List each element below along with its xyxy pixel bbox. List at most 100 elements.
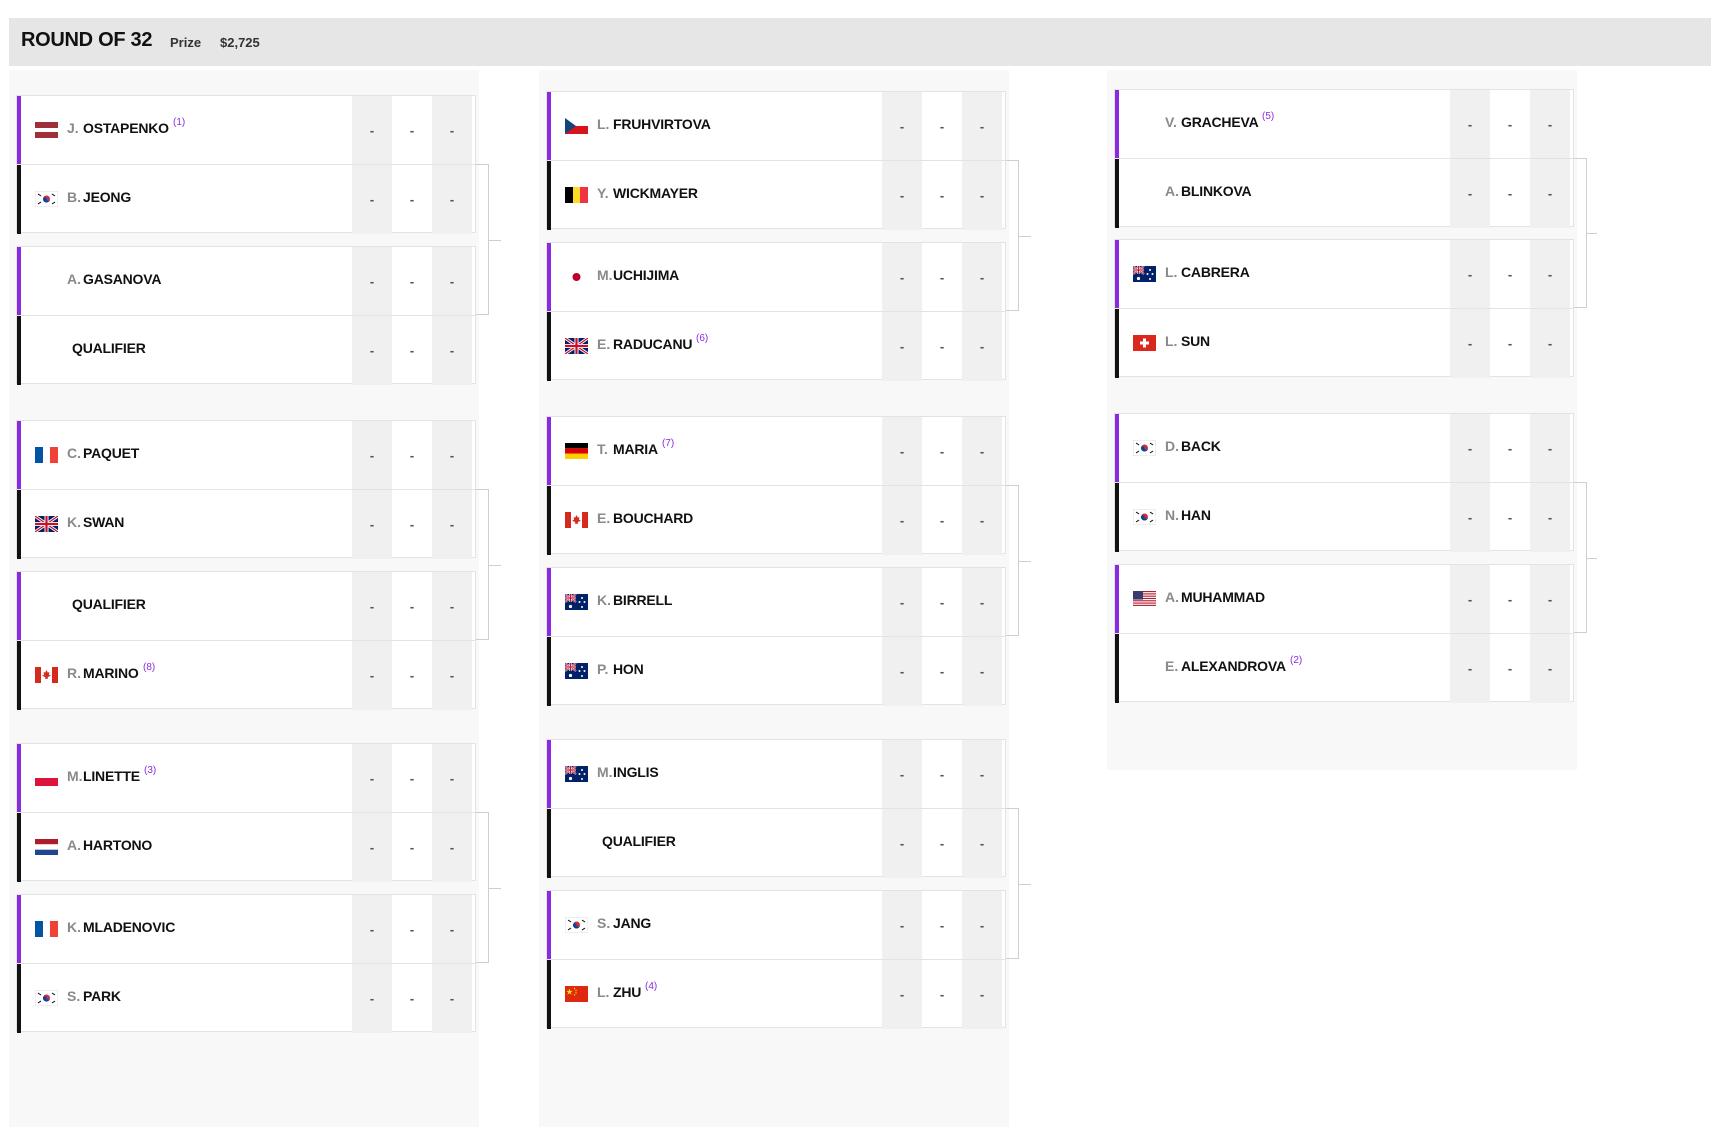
set-score-1: - [882, 486, 922, 555]
player-row[interactable]: D.BACK--- [1115, 414, 1573, 483]
player-row[interactable]: C.PAQUET--- [17, 421, 475, 490]
player-row[interactable]: QUALIFIER--- [547, 809, 1005, 878]
player-name[interactable]: LINETTE [83, 768, 140, 784]
player-name[interactable]: GASANOVA [83, 271, 162, 287]
player-row[interactable]: L.FRUHVIRTOVA--- [547, 92, 1005, 161]
player-row[interactable]: A.BLINKOVA--- [1115, 159, 1573, 228]
player-name[interactable]: MLADENOVIC [83, 919, 176, 935]
player-row[interactable]: Y.WICKMAYER--- [547, 161, 1005, 230]
player-name[interactable]: QUALIFIER [72, 596, 146, 612]
match-card[interactable]: A.GASANOVA---QUALIFIER--- [16, 246, 476, 385]
match-card[interactable]: J.OSTAPENKO(1)---B.JEONG--- [16, 95, 476, 234]
player-name[interactable]: BLINKOVA [1181, 183, 1252, 199]
match-card[interactable]: A.MUHAMMAD---E.ALEXANDROVA(2)--- [1114, 564, 1574, 703]
player-name[interactable]: SUN [1181, 333, 1210, 349]
player-row[interactable]: L.CABRERA--- [1115, 240, 1573, 309]
player-initial: K. [67, 919, 81, 935]
player-row[interactable]: A.HARTONO--- [17, 813, 475, 882]
player-name[interactable]: PARK [83, 988, 121, 1004]
player-row[interactable]: M.LINETTE(3)--- [17, 744, 475, 813]
player-row[interactable]: T.MARIA(7)--- [547, 417, 1005, 486]
player-row[interactable]: M.UCHIJIMA--- [547, 243, 1005, 312]
player-name[interactable]: OSTAPENKO [83, 120, 169, 136]
player-row[interactable]: S.JANG--- [547, 891, 1005, 960]
player-row[interactable]: E.ALEXANDROVA(2)--- [1115, 634, 1573, 703]
player-row[interactable]: B.JEONG--- [17, 165, 475, 234]
flag-be-icon [565, 187, 588, 203]
round-title: ROUND OF 32 [21, 29, 153, 51]
player-name[interactable]: RADUCANU [613, 336, 693, 352]
player-row[interactable]: K.MLADENOVIC--- [17, 895, 475, 964]
flag-fr-icon [35, 921, 58, 937]
player-name[interactable]: GRACHEVA [1181, 114, 1259, 130]
player-name[interactable]: HARTONO [83, 837, 153, 853]
bracket-connector-line [1019, 884, 1031, 885]
match-card[interactable]: K.BIRRELL---P.HON--- [546, 567, 1006, 706]
player-name[interactable]: JANG [613, 915, 652, 931]
player-row[interactable]: QUALIFIER--- [17, 572, 475, 641]
player-name[interactable]: QUALIFIER [602, 833, 676, 849]
set-score-3: - [432, 895, 472, 963]
player-row[interactable]: A.MUHAMMAD--- [1115, 565, 1573, 634]
player-name[interactable]: WICKMAYER [613, 185, 698, 201]
match-card[interactable]: M.UCHIJIMA---E.RADUCANU(6)--- [546, 242, 1006, 381]
match-card[interactable]: V.GRACHEVA(5)---A.BLINKOVA--- [1114, 89, 1574, 228]
set-score-1: - [882, 809, 922, 878]
player-row[interactable]: K.SWAN--- [17, 490, 475, 559]
player-row[interactable]: QUALIFIER--- [17, 316, 475, 385]
match-card[interactable]: L.CABRERA---L.SUN--- [1114, 239, 1574, 378]
player-initial: V. [1165, 114, 1177, 130]
player-name[interactable]: HAN [1181, 507, 1211, 523]
match-card[interactable]: L.FRUHVIRTOVA---Y.WICKMAYER--- [546, 91, 1006, 230]
player-name[interactable]: MUHAMMAD [1181, 589, 1265, 605]
player-name[interactable]: MARIA [613, 441, 658, 457]
set-score-1: - [1450, 634, 1490, 703]
player-initial: E. [597, 336, 611, 352]
bracket-connector-line [489, 240, 501, 241]
bracket-connector [1006, 160, 1019, 311]
player-row[interactable]: J.OSTAPENKO(1)--- [17, 96, 475, 165]
player-name[interactable]: BIRRELL [613, 592, 673, 608]
player-name[interactable]: SWAN [83, 514, 125, 530]
player-name[interactable]: INGLIS [613, 764, 659, 780]
set-score-3: - [1530, 414, 1570, 482]
match-card[interactable]: D.BACK---N.HAN--- [1114, 413, 1574, 552]
player-row[interactable]: A.GASANOVA--- [17, 247, 475, 316]
player-row[interactable]: K.BIRRELL--- [547, 568, 1005, 637]
player-name[interactable]: ALEXANDROVA [1181, 658, 1286, 674]
player-name[interactable]: HON [613, 661, 644, 677]
match-card[interactable]: C.PAQUET---K.SWAN--- [16, 420, 476, 559]
match-card[interactable]: M.LINETTE(3)---A.HARTONO--- [16, 743, 476, 882]
player-row[interactable]: L.SUN--- [1115, 309, 1573, 378]
player-name[interactable]: CABRERA [1181, 264, 1250, 280]
player-row[interactable]: R.MARINO(8)--- [17, 641, 475, 710]
player-row[interactable]: N.HAN--- [1115, 483, 1573, 552]
player-name[interactable]: UCHIJIMA [613, 267, 680, 283]
player-name[interactable]: PAQUET [83, 445, 140, 461]
match-card[interactable]: T.MARIA(7)---E.BOUCHARD--- [546, 416, 1006, 555]
player-row[interactable]: P.HON--- [547, 637, 1005, 706]
set-score-2: - [409, 991, 415, 1006]
player-row[interactable]: L.ZHU(4)--- [547, 960, 1005, 1029]
player-name[interactable]: JEONG [83, 189, 132, 205]
player-name[interactable]: FRUHVIRTOVA [613, 116, 711, 132]
player-name[interactable]: BACK [1181, 438, 1221, 454]
set-score-3: - [432, 744, 472, 812]
match-card[interactable]: M.INGLIS---QUALIFIER--- [546, 739, 1006, 878]
player-row[interactable]: V.GRACHEVA(5)--- [1115, 90, 1573, 159]
player-row[interactable]: E.BOUCHARD--- [547, 486, 1005, 555]
seed-badge: (7) [662, 438, 675, 449]
match-card[interactable]: K.MLADENOVIC---S.PARK--- [16, 894, 476, 1033]
player-name[interactable]: BOUCHARD [613, 510, 694, 526]
match-card[interactable]: S.JANG---L.ZHU(4)--- [546, 890, 1006, 1029]
set-score-3: - [432, 490, 472, 559]
player-row[interactable]: M.INGLIS--- [547, 740, 1005, 809]
set-score-1: - [882, 92, 922, 160]
player-name[interactable]: MARINO [83, 665, 139, 681]
player-row[interactable]: S.PARK--- [17, 964, 475, 1033]
set-score-3: - [962, 92, 1002, 160]
player-name[interactable]: QUALIFIER [72, 340, 146, 356]
match-card[interactable]: QUALIFIER---R.MARINO(8)--- [16, 571, 476, 710]
player-name[interactable]: ZHU [613, 984, 642, 1000]
player-row[interactable]: E.RADUCANU(6)--- [547, 312, 1005, 381]
